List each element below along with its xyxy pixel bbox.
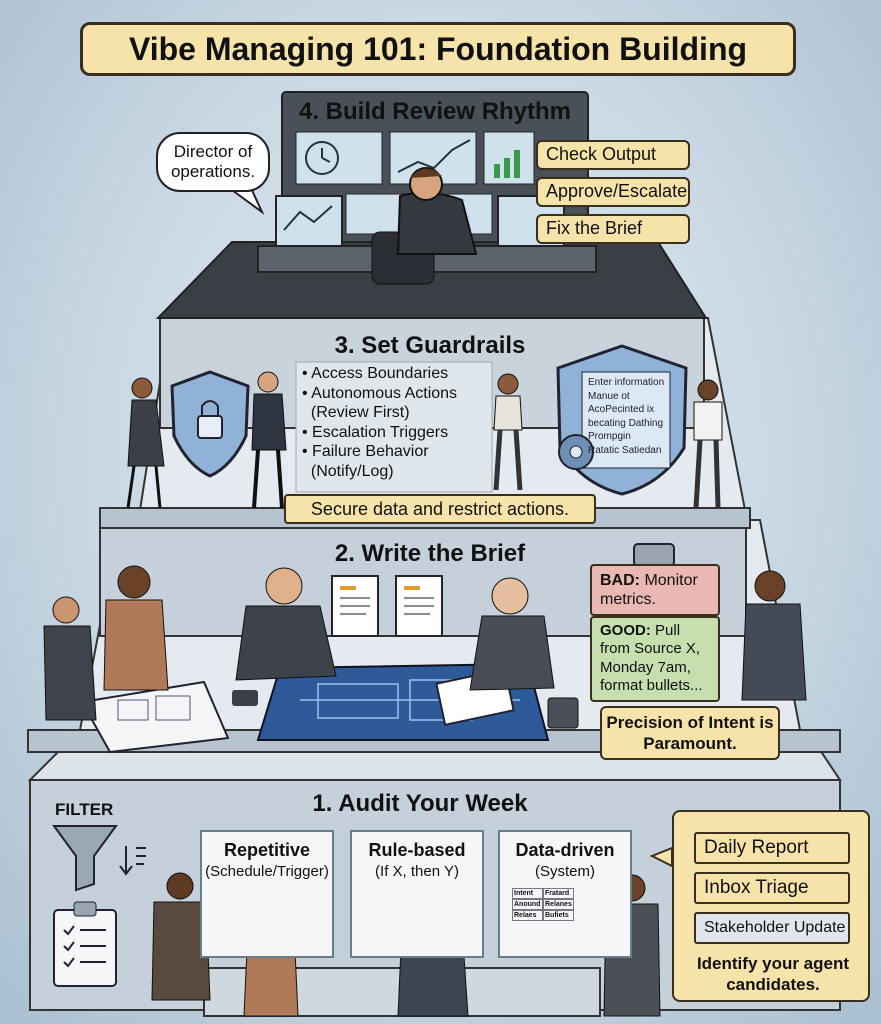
precision-caption: Precision of Intent is Paramount. [600, 706, 780, 760]
checklist-clipboard-icon [53, 909, 117, 987]
guardrail-item: • Escalation Triggers [302, 423, 449, 441]
table-cell: Relaes [512, 910, 543, 921]
bad-label: BAD: [600, 572, 640, 589]
screen-line: Enter information [588, 377, 665, 388]
director [396, 191, 478, 255]
good-example-note: GOOD: Pull from Source X, Monday 7am, fo… [590, 616, 720, 702]
card-subtitle: (Schedule/Trigger) [205, 863, 329, 880]
screen-line: Ratatic Satiedan [588, 444, 662, 456]
table-cell: Relanes [543, 899, 574, 910]
card-title: Data-driven [515, 840, 615, 860]
card-subtitle: (If X, then Y) [375, 863, 459, 880]
screen-line: Prompgin [588, 431, 631, 442]
speech-bubble: Director of operations. [156, 132, 270, 192]
guardrail-item: (Review First) [310, 404, 410, 422]
brief-team [43, 565, 807, 721]
candidate-daily-report: Daily Report [694, 832, 850, 864]
guardrail-people [126, 371, 723, 509]
screen-line: becating Dathing [588, 417, 664, 429]
tier3-title: 3. Set Guardrails [334, 332, 526, 359]
clock-icon [305, 141, 339, 175]
candidates-caption: Identify your agent candidates. [696, 954, 850, 994]
guardrails-caption: Secure data and restrict actions. [284, 494, 596, 524]
card-repetitive: Repetitive (Schedule/Trigger) [200, 830, 334, 958]
tier4-title: 4. Build Review Rhythm [298, 98, 572, 125]
table-cell: Fratard [543, 888, 574, 899]
sort-icon [119, 846, 146, 876]
screen-line: Manue ot [588, 390, 630, 402]
table-cell: Intent [512, 888, 543, 899]
tag-check-output: Check Output [536, 140, 690, 170]
agent-candidates-panel: Daily Report Inbox Triage Stakeholder Up… [672, 810, 870, 1002]
table-cell: Anound [512, 899, 543, 910]
card-subtitle: (System) [535, 863, 595, 880]
bad-text: Monitor metrics. [600, 572, 698, 609]
card-title: Rule-based [368, 840, 466, 860]
bad-example-note: BAD: Monitor metrics. [590, 564, 720, 616]
filter-label: FILTER [55, 800, 114, 819]
tag-approve-escalate: Approve/Escalate [536, 177, 690, 207]
screen-line: AcoPecinted ix [588, 404, 655, 415]
card-data-driven: Data-driven (System) Intent Fratard Anou… [498, 830, 632, 958]
tier1-title: 1. Audit Your Week [312, 790, 528, 817]
page-title: Vibe Managing 101: Foundation Building [80, 22, 796, 76]
good-text: Pull from Source X, Monday 7am, format b… [600, 622, 703, 694]
guardrail-item: (Notify/Log) [310, 462, 394, 480]
candidate-inbox-triage: Inbox Triage [694, 872, 850, 904]
guardrail-item: • Failure Behavior [302, 443, 429, 461]
guardrail-item: • Autonomous Actions [302, 384, 458, 402]
guardrail-list: • Access Boundaries • Autonomous Actions… [302, 364, 492, 481]
candidate-stakeholder-update: Stakeholder Update [694, 912, 850, 944]
guardrail-item: • Access Boundaries [302, 365, 449, 382]
good-label: GOOD: [600, 622, 651, 639]
data-table: Intent Fratard Anound Relanes Relaes Buf… [512, 888, 574, 921]
card-rule-based: Rule-based (If X, then Y) [350, 830, 484, 958]
clipboard-clip-icon [633, 543, 675, 567]
tier2-title: 2. Write the Brief [334, 540, 526, 567]
filter-funnel-icon [52, 825, 118, 892]
tag-fix-brief: Fix the Brief [536, 214, 690, 244]
card-title: Repetitive [223, 840, 311, 860]
shield-screen-text: Enter information Manue ot AcoPecinted i… [588, 376, 664, 457]
table-cell: Bufiets [543, 910, 574, 921]
